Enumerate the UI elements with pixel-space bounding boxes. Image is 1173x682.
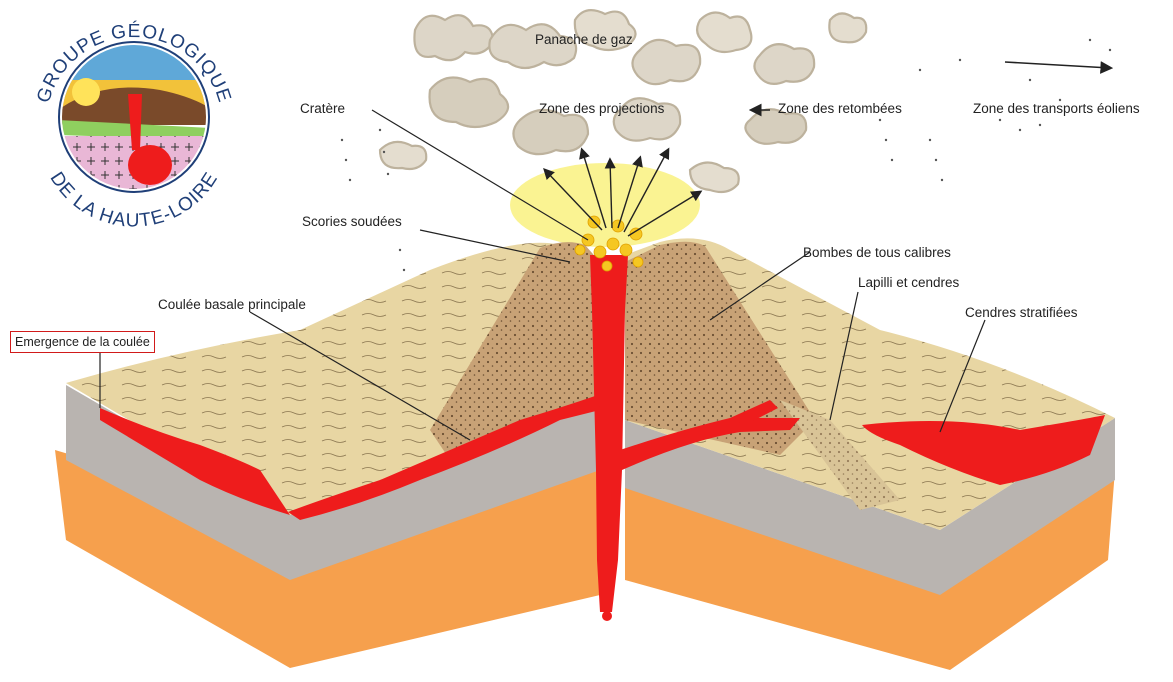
left-block: [55, 242, 600, 668]
label-projection-zone: Zone des projections: [539, 101, 664, 117]
logo: GROUPE GÉOLOGIQUE DE LA HAUTE-LOIRE: [33, 21, 235, 232]
eruption-glow: [510, 163, 700, 247]
wind-arrow: [1005, 62, 1110, 68]
label-crater: Cratère: [300, 101, 345, 117]
label-wind-transport-zone: Zone des transports éoliens: [973, 101, 1140, 117]
label-main-basal-flow: Coulée basale principale: [158, 297, 306, 313]
label-gas-plume: Panache de gaz: [535, 32, 633, 48]
label-stratified-ash: Cendres stratifiées: [965, 305, 1078, 321]
label-bombs: Bombes de tous calibres: [803, 245, 951, 261]
label-flow-emergence: Emergence de la coulée: [10, 331, 155, 353]
label-fallout-zone: Zone des retombées: [778, 101, 902, 117]
label-lapilli-ash: Lapilli et cendres: [858, 275, 959, 291]
label-welded-scoria: Scories soudées: [302, 214, 402, 230]
